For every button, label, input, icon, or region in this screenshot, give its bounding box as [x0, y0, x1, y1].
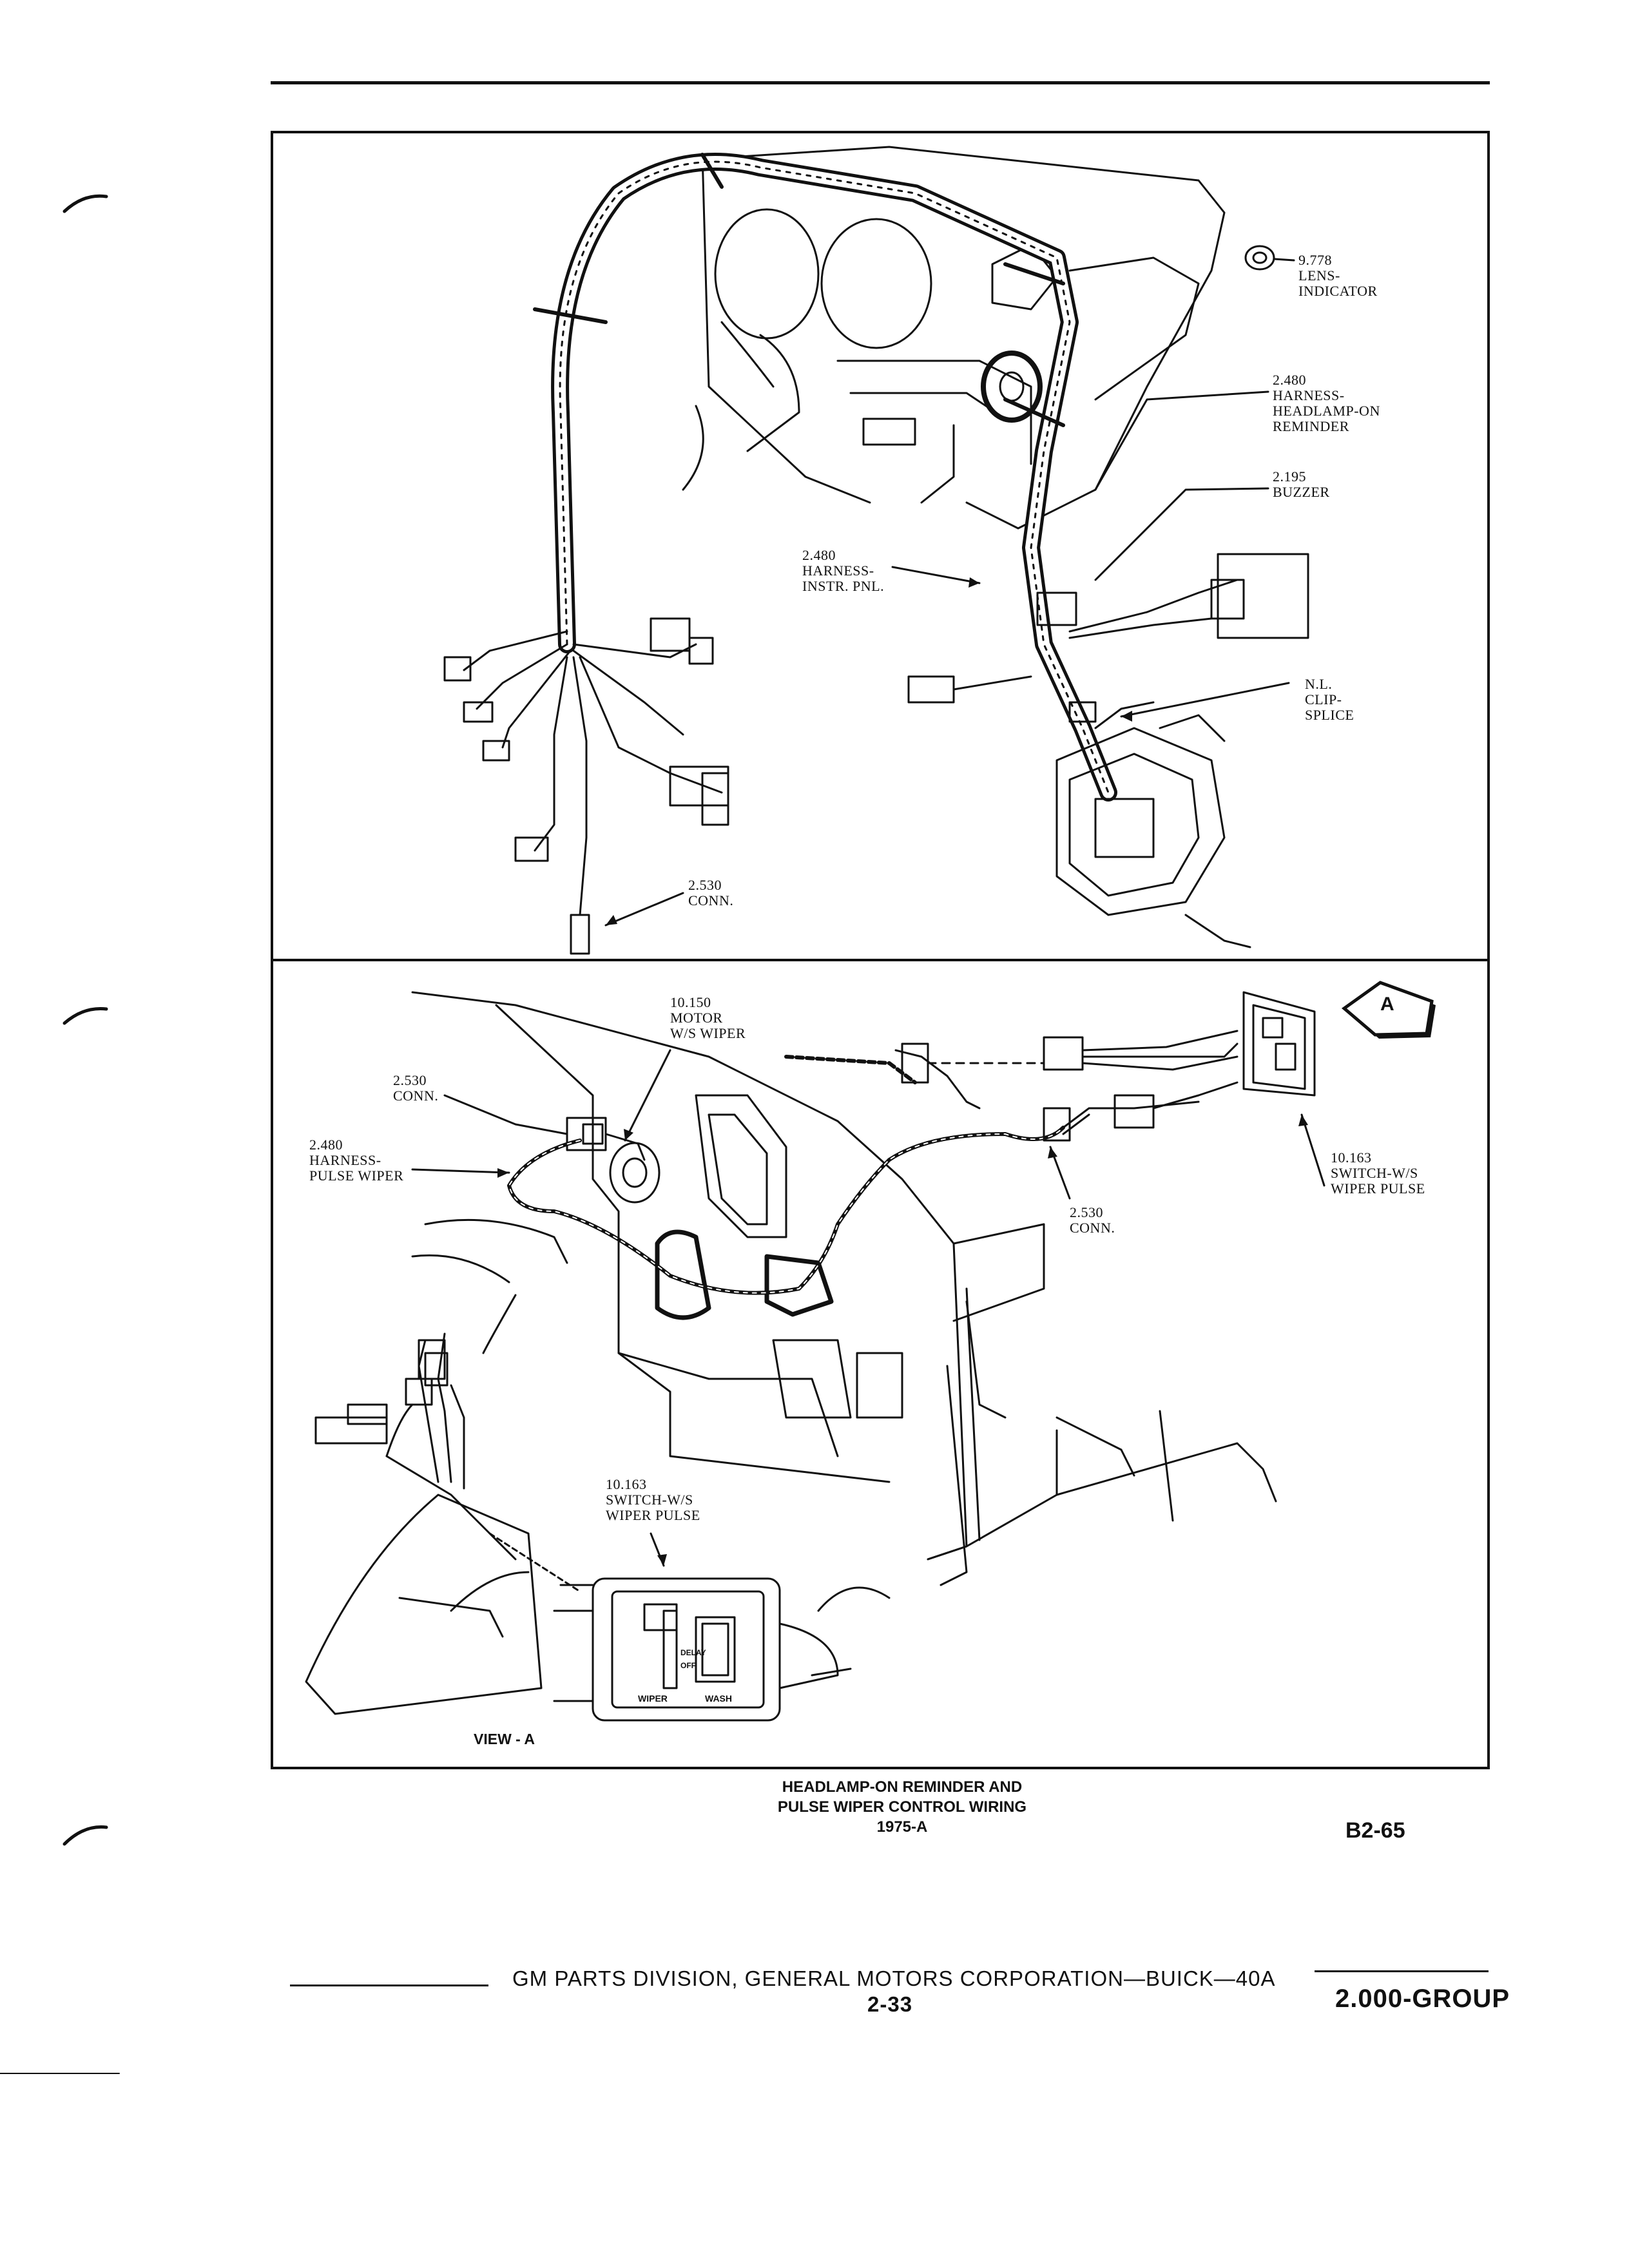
view-a-marker-letter: A	[1380, 994, 1394, 1015]
callout-conn-switch: 2.530 CONN.	[1070, 1204, 1115, 1236]
footer-publisher: GM PARTS DIVISION, GENERAL MOTORS CORPOR…	[512, 1966, 1276, 1990]
header-rule	[271, 81, 1490, 84]
callout-switch-ws-wiper-pulse-right: 10.163 SWITCH-W/S WIPER PULSE	[1331, 1149, 1425, 1196]
footer-group: 2.000-GROUP	[1335, 1984, 1510, 2013]
footer-page-number: 2-33	[867, 1992, 913, 2016]
callout-harness-headlamp-on-reminder: 2.480 HARNESS- HEADLAMP-ON REMINDER	[1273, 372, 1380, 434]
panel-divider	[271, 959, 1490, 961]
switch-label-delay: DELAY	[680, 1648, 706, 1657]
callout-motor-ws-wiper: 10.150 MOTOR W/S WIPER	[670, 994, 746, 1041]
figure-caption: HEADLAMP-ON REMINDER AND PULSE WIPER CON…	[777, 1778, 1027, 1836]
callout-buzzer: 2.195 BUZZER	[1273, 468, 1330, 500]
figure-number: B2-65	[1345, 1818, 1405, 1843]
callout-harness-pulse-wiper: 2.480 HARNESS- PULSE WIPER	[309, 1137, 404, 1184]
switch-label-wash: WASH	[705, 1693, 732, 1704]
callout-lens-indicator: 9.778 LENS- INDICATOR	[1298, 252, 1378, 299]
footer-rule-left	[290, 1984, 488, 1986]
view-a-marker-shape	[1341, 981, 1436, 1039]
callout-conn-motor: 2.530 CONN.	[393, 1072, 439, 1104]
view-a-label: VIEW - A	[474, 1731, 535, 1747]
callout-nl-clip-splice: N.L. CLIP- SPLICE	[1305, 676, 1354, 723]
footer-rule-right	[1315, 1970, 1489, 1972]
switch-label-wiper: WIPER	[638, 1693, 668, 1704]
figure-frame	[271, 131, 1490, 1769]
switch-label-off: OFF	[680, 1661, 696, 1670]
callout-harness-instr-pnl: 2.480 HARNESS- INSTR. PNL.	[802, 547, 885, 594]
callout-conn-top: 2.530 CONN.	[688, 877, 734, 908]
callout-switch-ws-wiper-pulse-view-a: 10.163 SWITCH-W/S WIPER PULSE	[606, 1476, 700, 1523]
